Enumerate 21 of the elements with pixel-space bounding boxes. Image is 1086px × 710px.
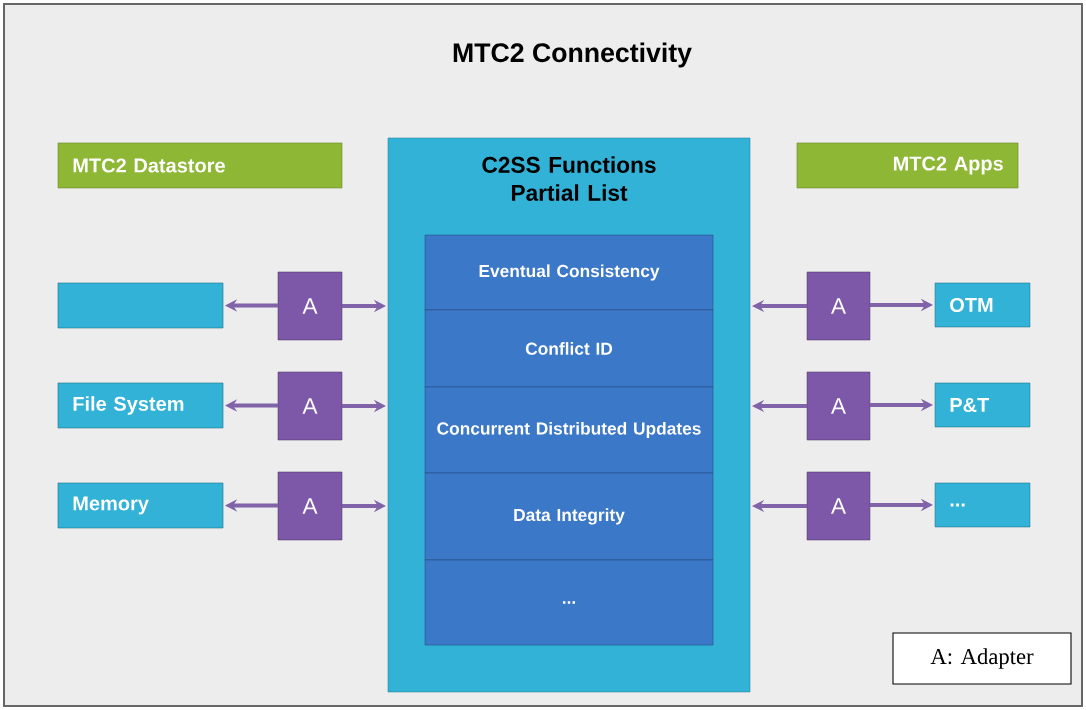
title: MTC2 Connectivity (453, 42, 692, 68)
function-box: Concurrent Distributed Updates (424, 386, 714, 474)
adapter-box: A (806, 271, 871, 341)
adapter-box: A (277, 471, 343, 541)
function-box: ... (424, 559, 714, 646)
system-box: Memory (57, 482, 224, 529)
system-box: OTM (934, 282, 1031, 328)
function-box: Eventual Consistency (424, 234, 714, 311)
adapter-box: A (806, 471, 871, 541)
adapter-box: A (806, 371, 871, 441)
function-box: Data Integrity (424, 472, 714, 561)
system-box: ... (934, 482, 1031, 528)
system-box: P&T (934, 382, 1031, 428)
system-box (57, 282, 224, 329)
header-box: MTC2 Datastore (57, 142, 343, 189)
function-box: Conflict ID (424, 309, 714, 388)
legend-box: A: Adapter (892, 632, 1072, 685)
system-box: File System (57, 382, 224, 429)
header-box: MTC2 Apps (796, 142, 1019, 189)
adapter-box: A (277, 371, 343, 441)
adapter-box: A (277, 271, 343, 341)
